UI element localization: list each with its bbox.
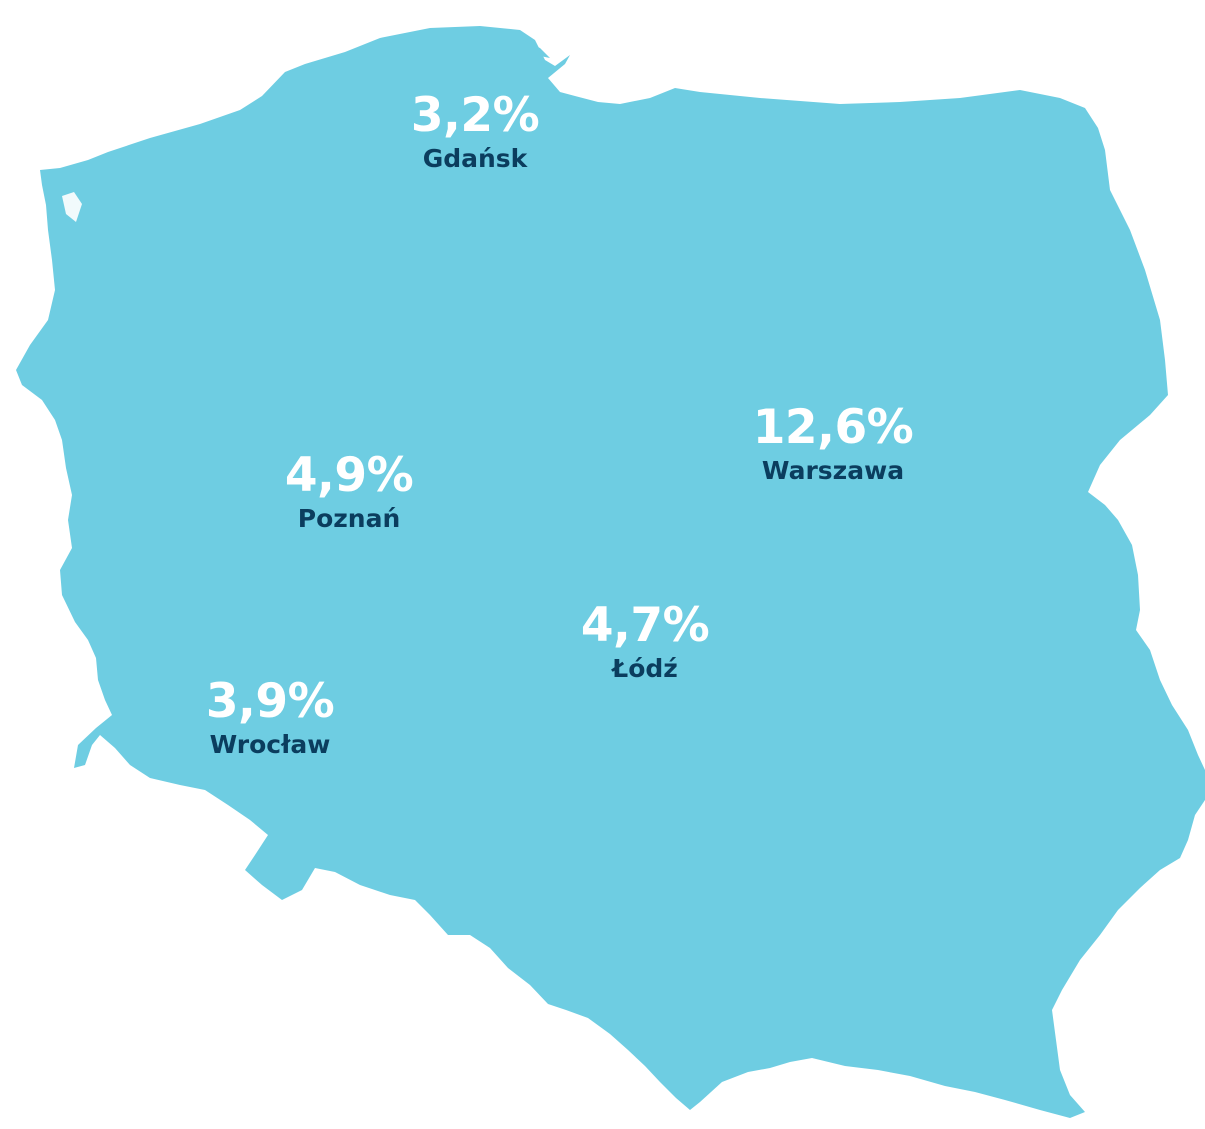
city-value: 3,2% <box>410 88 540 143</box>
city-name: Łódź <box>612 654 678 683</box>
city-value: 3,9% <box>205 674 335 729</box>
lake-detail-west <box>62 192 82 222</box>
city-name: Wrocław <box>209 730 331 759</box>
city-value: 4,9% <box>284 448 414 503</box>
city-name: Gdańsk <box>422 144 528 173</box>
city-name: Poznań <box>297 504 401 533</box>
hel-peninsula <box>522 40 550 58</box>
city-label-wroclaw: 3,9% Wrocław <box>205 674 335 760</box>
city-value: 12,6% <box>752 400 914 455</box>
poland-territory <box>16 26 1205 1118</box>
city-label-gdansk: 3,2% Gdańsk <box>410 88 540 174</box>
city-label-lodz: 4,7% Łódź <box>580 598 710 684</box>
city-value: 4,7% <box>580 598 710 653</box>
city-name: Warszawa <box>761 456 905 485</box>
city-label-poznan: 4,9% Poznań <box>284 448 414 534</box>
city-label-warszawa: 12,6% Warszawa <box>753 402 914 486</box>
